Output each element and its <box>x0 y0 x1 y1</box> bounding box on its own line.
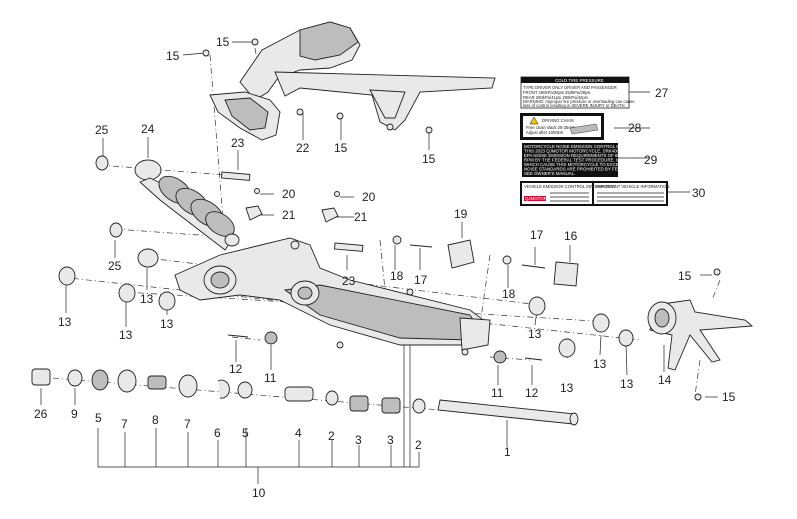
callout-23: 23 <box>231 136 245 150</box>
callout-11: 11 <box>491 386 504 400</box>
callout-3: 3 <box>355 433 362 447</box>
chain-guard-fender <box>209 21 496 141</box>
callout-15: 15 <box>216 35 230 49</box>
callout-13: 13 <box>58 315 72 329</box>
rear-shock-absorber <box>134 159 240 251</box>
callout-28: 28 <box>628 121 642 135</box>
callout-23: 23 <box>342 274 356 288</box>
tire-row-1: TYPE DRIVER ONLY DRIVER AND PASSENGER <box>523 85 617 90</box>
callout-15: 15 <box>166 49 180 63</box>
callout-20: 20 <box>362 190 376 204</box>
emission-left-title: VEHICLE EMISSION CONTROL INFORMATION <box>524 184 615 189</box>
callout-14: 14 <box>658 373 672 387</box>
callout-4: 4 <box>295 426 302 440</box>
callout-15: 15 <box>722 390 736 404</box>
callout-15: 15 <box>678 269 692 283</box>
callout-15: 15 <box>334 141 348 155</box>
noise-line-6: NOISE STANDARDS ARE PROHIBITED BY FEDERA… <box>524 167 644 172</box>
callout-7: 7 <box>121 417 128 431</box>
noise-line-5: WHICH CAUSE THIS MOTORCYCLE TO EXCEED FE… <box>524 162 647 167</box>
tire-warning-2: loss of control resulting in SEVERE INJU… <box>523 103 626 108</box>
callout-22: 22 <box>296 141 310 155</box>
callout-13: 13 <box>593 357 607 371</box>
callout-2: 2 <box>415 438 422 452</box>
emission-brand: QJMOTOR <box>525 196 547 201</box>
callout-25: 25 <box>95 123 109 137</box>
callout-29: 29 <box>644 153 658 167</box>
callout-1: 1 <box>504 445 511 459</box>
tire-title: COLD TIRE PRESSURE <box>555 78 604 83</box>
callout-13: 13 <box>560 381 574 395</box>
emission-right-title: IMPORTANT VEHICLE INFORMATION <box>596 184 669 189</box>
noise-line-1: MOTORCYCLE NOISE EMISSION CONTROL INFORM… <box>524 144 647 149</box>
label-noise-emission: MOTORCYCLE NOISE EMISSION CONTROL INFORM… <box>522 143 651 177</box>
callout-12: 12 <box>229 362 243 376</box>
callout-12: 12 <box>525 386 539 400</box>
callout-18: 18 <box>390 269 404 283</box>
callout-13: 13 <box>119 328 133 342</box>
callout-8: 8 <box>152 413 159 427</box>
callout-5: 5 <box>95 411 102 425</box>
callout-5: 5 <box>242 426 249 440</box>
callout-11: 11 <box>264 371 277 385</box>
callout-numbers: 15 15 22 15 15 25 24 23 20 21 20 21 19 1… <box>34 35 736 500</box>
callout-21: 21 <box>282 208 296 222</box>
callout-15: 15 <box>422 152 436 166</box>
callout-13: 13 <box>620 377 634 391</box>
noise-line-2: THIS 2023 QJMOTOR MOTORCYCLE, SRK400RS, … <box>524 149 643 154</box>
stand-bracket <box>647 299 754 371</box>
noise-line-3: EPA NOISE EMISSION REQUIREMENTS OF 80dB(… <box>524 153 649 158</box>
tire-row-2: FRONT 250kPa/36psi 250kPa/36psi <box>523 90 590 95</box>
chain-line-1: Free chain slack 25-35mm <box>526 125 576 130</box>
chain-line-2: Adjust after 1000km <box>526 130 564 135</box>
callout-17: 17 <box>414 273 428 287</box>
label-emission-control: VEHICLE EMISSION CONTROL INFORMATION IMP… <box>520 181 669 206</box>
callout-16: 16 <box>564 229 578 243</box>
noise-line-7: SEE OWNER'S MANUAL. <box>524 171 575 176</box>
callout-19: 19 <box>454 207 468 221</box>
callout-21: 21 <box>354 210 368 224</box>
swingarm-body <box>174 237 491 356</box>
callout-17: 17 <box>530 228 544 242</box>
callout-13: 13 <box>140 292 154 306</box>
callout-18: 18 <box>502 287 516 301</box>
callout-10: 10 <box>252 486 266 500</box>
callout-9: 9 <box>71 407 78 421</box>
label-driving-chain: DRIVING CHAIN Free chain slack 25-35mm A… <box>520 113 604 140</box>
small-parts <box>58 38 721 401</box>
noise-line-4: RPM BY THE FEDERAL TEST PROCEDURE. MODIF… <box>524 158 651 163</box>
axle-and-bearings <box>31 368 579 426</box>
chain-title: DRIVING CHAIN <box>542 118 574 123</box>
callout-6: 6 <box>214 426 221 440</box>
tire-row-3: REAR 280kPa/41psi 290kPa/42psi <box>523 95 588 100</box>
callout-20: 20 <box>282 187 296 201</box>
callout-7: 7 <box>184 417 191 431</box>
callout-26: 26 <box>34 407 48 421</box>
callout-24: 24 <box>141 122 155 136</box>
callout-30: 30 <box>692 186 706 200</box>
tire-warning-1: WARNING: Improper tire pressure or overl… <box>523 99 635 104</box>
callout-3: 3 <box>387 433 394 447</box>
callout-2: 2 <box>328 429 335 443</box>
label-tire-pressure: COLD TIRE PRESSURE TYPE DRIVER ONLY DRIV… <box>520 76 635 109</box>
warning-triangle-icon <box>529 116 539 125</box>
callout-25: 25 <box>108 259 122 273</box>
callout-13: 13 <box>528 327 542 341</box>
callout-13: 13 <box>160 317 174 331</box>
callout-27: 27 <box>655 86 669 100</box>
